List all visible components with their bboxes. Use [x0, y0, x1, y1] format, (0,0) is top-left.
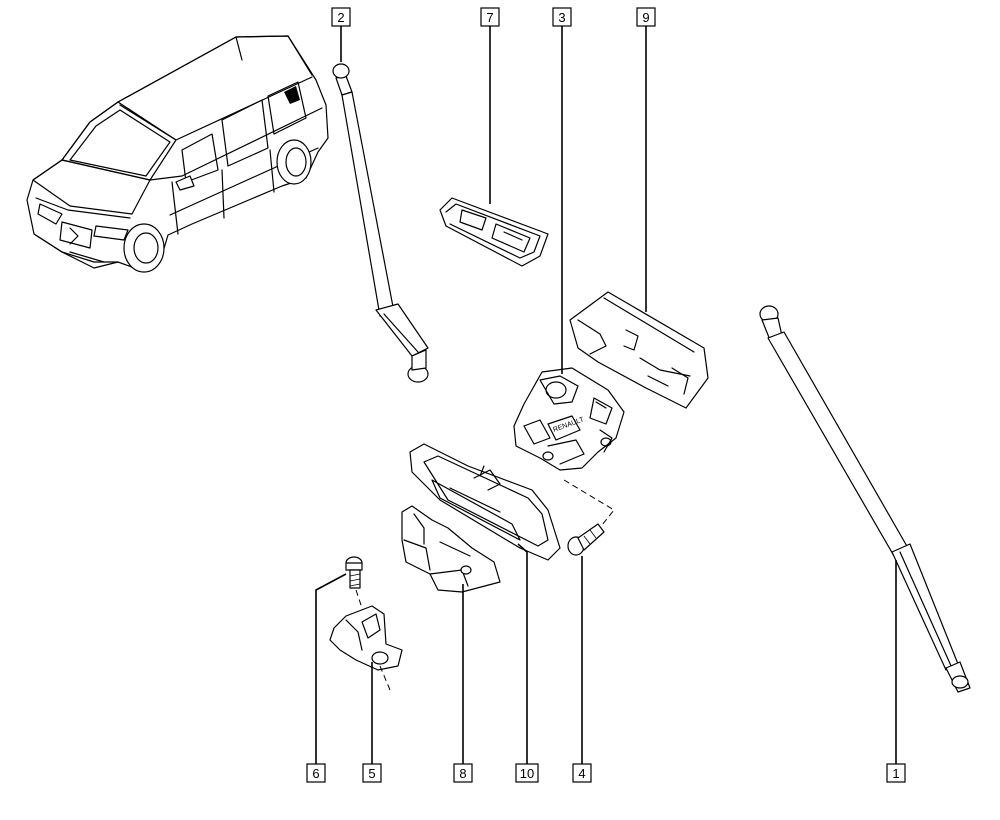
svg-text:3: 3 — [558, 10, 565, 25]
bolt-6 — [345, 556, 365, 615]
gas-strut-left — [332, 63, 429, 383]
vehicle-illustration — [26, 35, 329, 273]
label-4: 4 — [572, 763, 592, 783]
label-10: 10 — [515, 763, 539, 783]
svg-text:1: 1 — [892, 766, 899, 781]
label-5: 5 — [362, 763, 382, 783]
tailgate-latch: RENAULT — [513, 367, 625, 471]
label-8: 8 — [453, 763, 473, 783]
svg-text:5: 5 — [368, 766, 375, 781]
striker-bracket — [401, 505, 501, 593]
latch-cover — [569, 291, 709, 409]
screw-4 — [567, 523, 605, 556]
svg-text:9: 9 — [642, 10, 649, 25]
label-7: 7 — [480, 7, 500, 27]
leader-lines — [315, 26, 897, 764]
label-6: 6 — [306, 763, 326, 783]
label-2: 2 — [331, 7, 351, 27]
svg-text:8: 8 — [459, 766, 466, 781]
label-9: 9 — [636, 7, 656, 27]
leader-10 — [517, 543, 528, 764]
label-3: 3 — [552, 7, 572, 27]
svg-text:10: 10 — [520, 766, 534, 781]
svg-text:6: 6 — [312, 766, 319, 781]
svg-text:4: 4 — [578, 766, 585, 781]
leader-6 — [315, 573, 347, 764]
svg-text:2: 2 — [337, 10, 344, 25]
part-labels: 2 7 3 9 6 5 8 10 — [306, 7, 906, 783]
tailgate-handle — [409, 443, 561, 561]
label-1: 1 — [886, 763, 906, 783]
svg-text:7: 7 — [486, 10, 493, 25]
latch-mount-dashline — [563, 479, 615, 531]
gas-strut-right — [759, 305, 971, 693]
license-lamp — [439, 197, 549, 267]
striker-5 — [329, 605, 403, 691]
